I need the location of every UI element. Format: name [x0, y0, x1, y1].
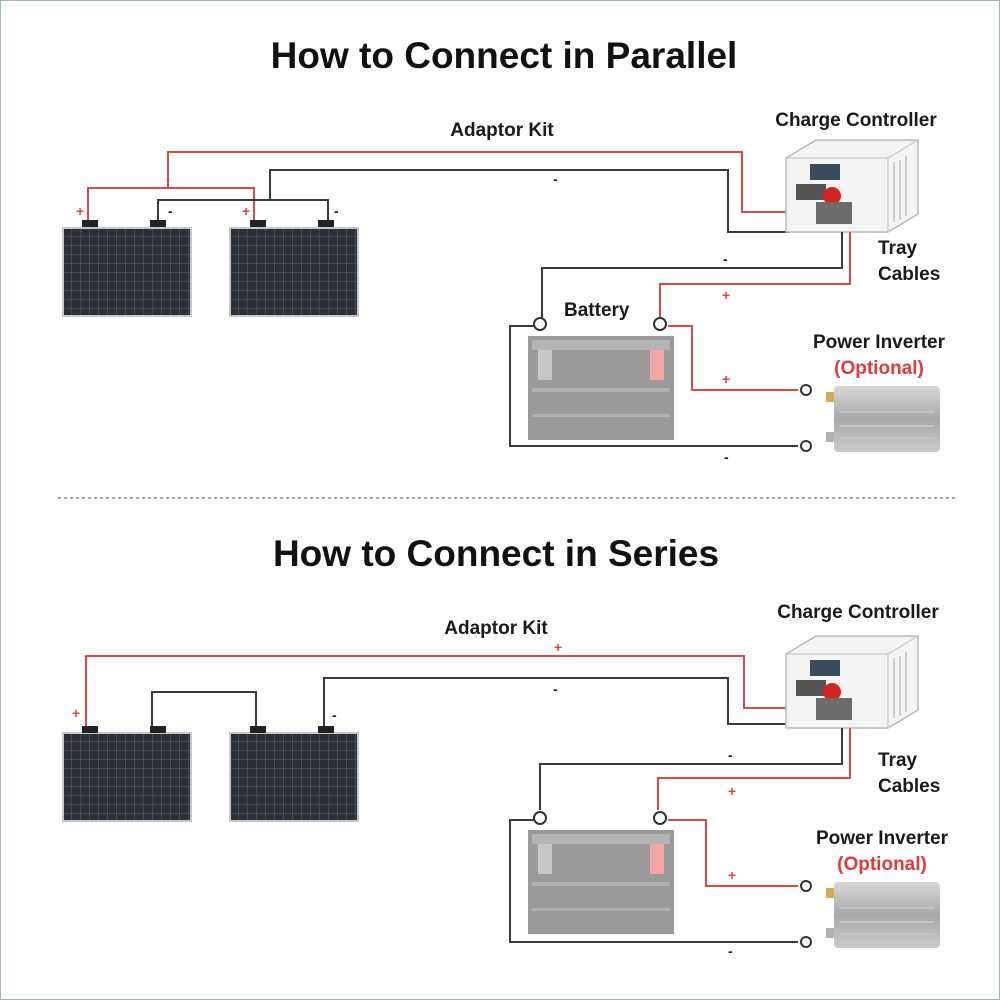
plus-sign: + [242, 203, 250, 219]
charge-controller-label: Charge Controller [777, 602, 939, 623]
positive-wire [668, 819, 798, 887]
positive-wire [167, 151, 790, 213]
plus-sign: + [72, 705, 80, 721]
battery-label: Battery [564, 300, 630, 321]
panel-connector [150, 726, 166, 733]
minus-sign: - [553, 681, 558, 697]
minus-sign: - [553, 171, 558, 187]
solar-panel [229, 227, 359, 317]
negative-wire [539, 728, 843, 810]
battery-positive-terminal [653, 317, 667, 331]
series-title: How to Connect in Series [273, 533, 719, 574]
cables-label: Cables [878, 264, 940, 285]
inverter-terminal [800, 384, 812, 396]
battery-negative-terminal [533, 317, 547, 331]
parallel-title: How to Connect in Parallel [271, 35, 738, 76]
panel-connector [318, 726, 334, 733]
solar-panel [62, 227, 192, 317]
negative-wire [269, 169, 790, 233]
panel-connector [150, 220, 166, 227]
series-section: How to Connect in Series Adaptor Kit Cha… [62, 533, 949, 959]
tray-label: Tray [878, 238, 918, 259]
positive-wire [657, 728, 851, 810]
inverter-terminal [800, 440, 812, 452]
battery-positive-terminal [653, 811, 667, 825]
minus-sign: - [168, 203, 173, 219]
minus-sign: - [723, 251, 728, 267]
minus-sign: - [724, 449, 729, 465]
minus-sign: - [334, 203, 339, 219]
plus-sign: + [76, 203, 84, 219]
plus-sign: + [554, 639, 562, 655]
solar-panel [229, 732, 359, 822]
negative-wire [509, 325, 798, 447]
power-inverter [825, 881, 941, 949]
solar-panel [62, 732, 192, 822]
adaptor-kit-label: Adaptor Kit [450, 120, 554, 141]
battery [528, 830, 674, 934]
plus-sign: + [728, 867, 736, 883]
inverter-terminal [800, 936, 812, 948]
optional-label: (Optional) [834, 358, 924, 379]
minus-sign: - [728, 747, 733, 763]
minus-sign: - [728, 943, 733, 959]
positive-wire [668, 325, 798, 391]
charge-controller [785, 635, 919, 729]
battery [528, 336, 674, 440]
positive-wire [659, 232, 851, 318]
adaptor-kit-label: Adaptor Kit [444, 618, 548, 639]
panel-connector [82, 726, 98, 733]
power-inverter-label: Power Inverter [813, 332, 946, 353]
positive-wire [85, 655, 790, 726]
charge-controller [785, 139, 919, 233]
charge-controller-label: Charge Controller [775, 110, 937, 131]
series-link-wire [151, 691, 257, 726]
plus-sign: + [728, 783, 736, 799]
negative-wire [541, 232, 843, 318]
inverter-terminal [800, 880, 812, 892]
negative-wire [509, 819, 798, 943]
cables-label: Cables [878, 776, 940, 797]
parallel-section: How to Connect in Parallel Adaptor Kit C… [62, 35, 946, 465]
power-inverter-label: Power Inverter [816, 828, 949, 849]
panel-connector [318, 220, 334, 227]
power-inverter [825, 385, 941, 453]
plus-sign: + [722, 371, 730, 387]
plus-sign: + [722, 287, 730, 303]
optional-label: (Optional) [837, 854, 927, 875]
battery-negative-terminal [533, 811, 547, 825]
positive-wire [87, 187, 255, 220]
tray-label: Tray [878, 750, 918, 771]
panel-connector [250, 726, 266, 733]
negative-wire [157, 199, 329, 220]
panel-connector [250, 220, 266, 227]
negative-wire [323, 677, 790, 726]
minus-sign: - [332, 707, 337, 723]
panel-connector [82, 220, 98, 227]
